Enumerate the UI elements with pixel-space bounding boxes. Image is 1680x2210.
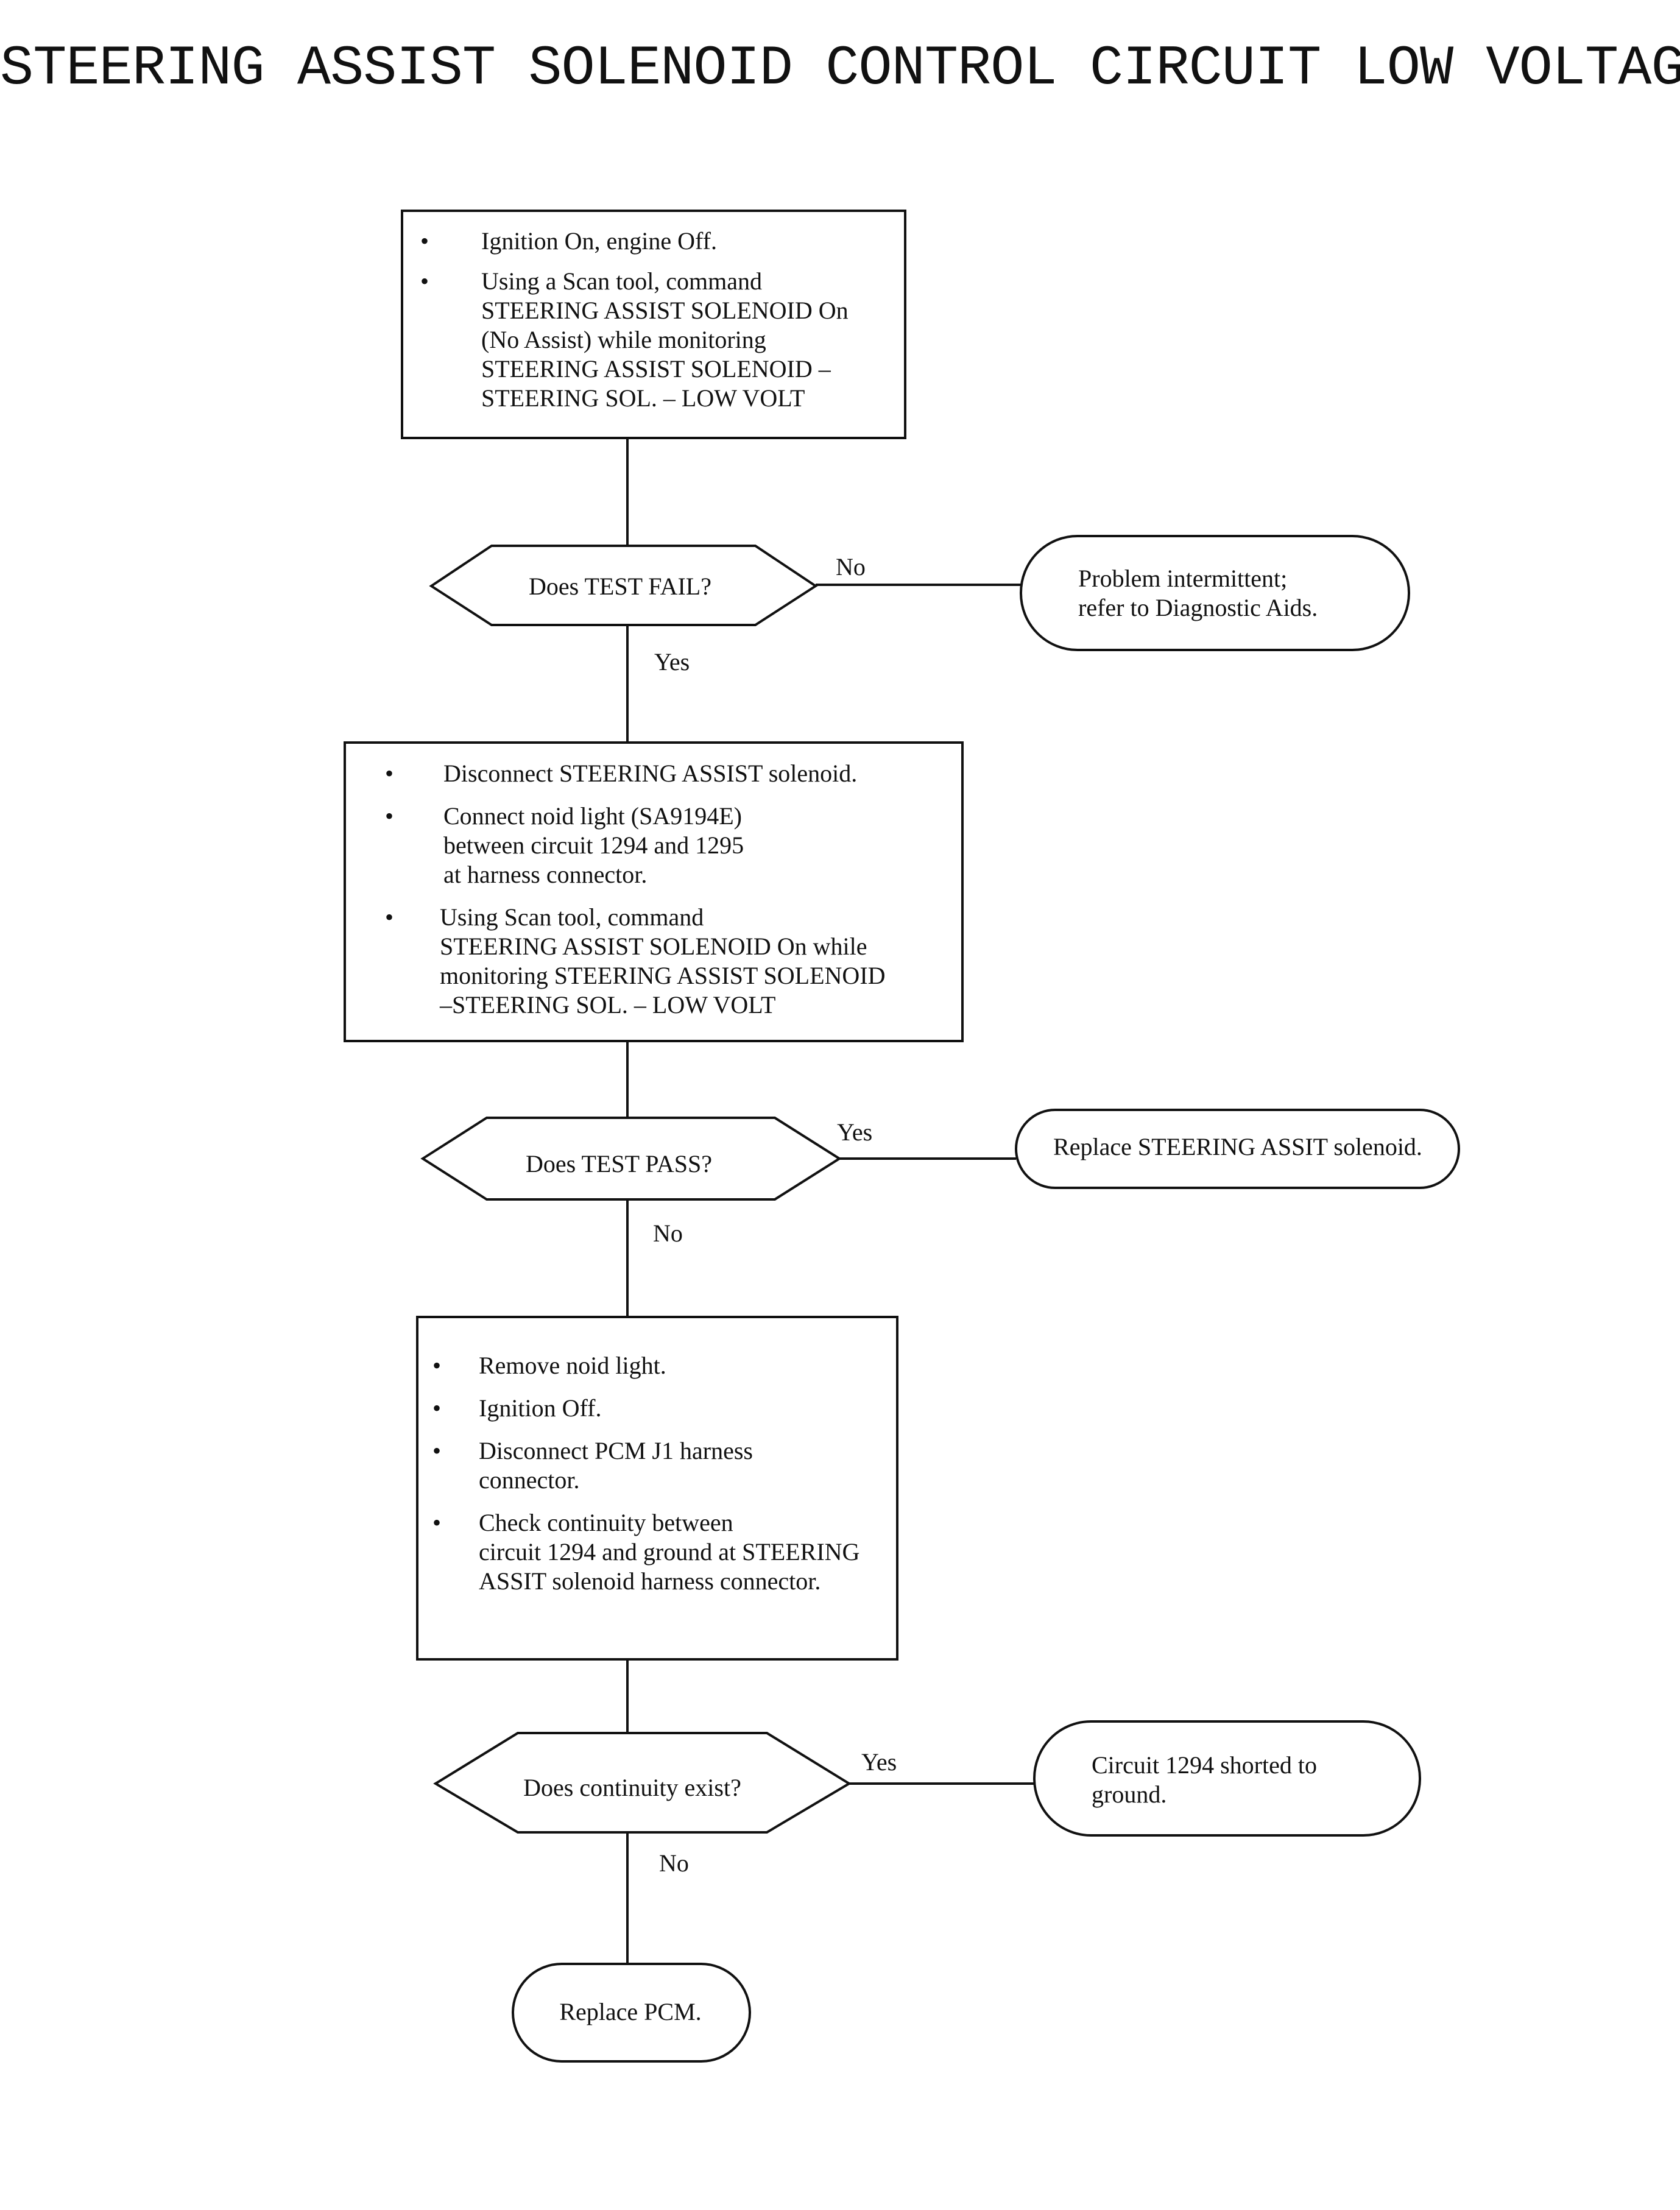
step3-content: • Remove noid light. • Ignition Off. • D… <box>432 1351 893 1596</box>
step3-box <box>416 1316 898 1661</box>
bullet-icon: • <box>432 1437 442 1464</box>
result3-terminal <box>1033 1720 1421 1837</box>
decision2-no-label: No <box>653 1220 683 1247</box>
bullet-icon: • <box>420 267 429 295</box>
decision3-no-label: No <box>659 1849 689 1877</box>
step1-box <box>401 210 906 439</box>
step2-item-1: • Disconnect STEERING ASSIST solenoid. <box>385 760 858 787</box>
bullet-icon: • <box>385 903 394 931</box>
step2-box <box>344 741 964 1042</box>
result4-terminal <box>512 1963 751 2063</box>
step3-item-1: • Remove noid light. <box>432 1352 666 1379</box>
result1-text: Problem intermittent; refer to Diagnosti… <box>1078 565 1318 621</box>
decision2-yes-label: Yes <box>837 1118 872 1146</box>
decision3-yes-label: Yes <box>861 1748 897 1776</box>
step3-item-4: • Check continuity between circuit 1294 … <box>432 1509 860 1595</box>
result4-text: Replace PCM. <box>559 1998 701 2025</box>
decision3-question: Does continuity exist? <box>523 1774 741 1801</box>
step2-item-3: • Using Scan tool, command STEERING ASSI… <box>385 903 886 1019</box>
step3-item-3: • Disconnect PCM J1 harness connector. <box>432 1437 753 1494</box>
bullet-icon: • <box>432 1394 442 1422</box>
step1-item-1: • Ignition On, engine Off. <box>420 227 717 255</box>
page-title: STEERING ASSIST SOLENOID CONTROL CIRCUIT… <box>0 37 1680 101</box>
step1-content: • Ignition On, engine Off. • Using a Sca… <box>420 227 895 413</box>
step2-content: • Disconnect STEERING ASSIST solenoid. •… <box>385 759 955 1020</box>
result1-terminal <box>1020 535 1410 651</box>
step1-item-2: • Using a Scan tool, command STEERING AS… <box>420 267 849 412</box>
bullet-icon: • <box>432 1509 442 1536</box>
step2-item-2: • Connect noid light (SA9194E) between c… <box>385 802 744 888</box>
decision1-yes-label: Yes <box>654 648 690 676</box>
bullet-icon: • <box>420 227 429 255</box>
bullet-icon: • <box>385 760 394 787</box>
decision1-no-label: No <box>836 553 866 581</box>
result2-terminal <box>1015 1109 1460 1189</box>
bullet-icon: • <box>432 1352 442 1379</box>
decision2-question: Does TEST PASS? <box>526 1150 712 1177</box>
result3-text: Circuit 1294 shorted to ground. <box>1092 1751 1317 1808</box>
step3-item-2: • Ignition Off. <box>432 1394 602 1422</box>
bullet-icon: • <box>385 802 394 830</box>
result2-text: Replace STEERING ASSIT solenoid. <box>1053 1133 1422 1160</box>
decision1-question: Does TEST FAIL? <box>529 573 711 600</box>
